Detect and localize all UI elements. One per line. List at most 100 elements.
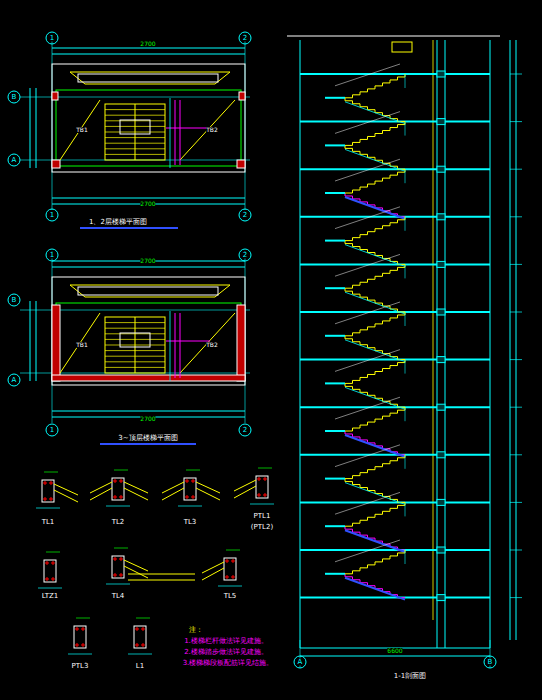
drawing-label: 注： xyxy=(189,627,203,634)
cad-circle xyxy=(239,249,251,261)
drawing-label: 1-1剖面图 xyxy=(394,673,426,680)
cad-rect xyxy=(392,42,412,52)
cad-rect xyxy=(437,309,445,315)
cad-line xyxy=(405,265,406,278)
drawing-label: TL5 xyxy=(224,593,237,600)
cad-line xyxy=(60,313,100,373)
drawing-label: 2700 xyxy=(140,41,155,47)
cad-line xyxy=(510,359,522,360)
cad-line xyxy=(445,311,490,313)
cad-circle xyxy=(46,424,58,436)
cad-circle xyxy=(8,91,20,103)
drawing-label: 1 xyxy=(50,252,54,259)
drawing-label: 1.楼梯栏杆做法详见建施。 xyxy=(184,638,268,645)
cad-line xyxy=(445,549,490,551)
cad-circle xyxy=(186,496,189,499)
cad-line xyxy=(510,216,522,217)
cad-line xyxy=(124,560,148,571)
cad-line xyxy=(166,128,210,129)
cad-rect xyxy=(120,333,150,347)
cad-line xyxy=(124,566,148,578)
cad-circle xyxy=(258,478,261,481)
drawing-label: B xyxy=(12,94,17,101)
drawing-label: TL4 xyxy=(112,593,125,600)
cad-line xyxy=(180,100,181,165)
cad-line xyxy=(234,480,256,491)
cad-circle xyxy=(46,578,49,581)
cad-line xyxy=(335,159,400,181)
cad-polyline xyxy=(345,169,405,193)
drawing-label: 1 xyxy=(50,212,54,219)
cad-circle xyxy=(8,154,20,166)
cad-circle xyxy=(44,482,47,485)
cad-rect xyxy=(437,71,445,77)
drawing-label: 2 xyxy=(243,35,247,42)
cad-line xyxy=(170,98,171,168)
cad-line xyxy=(510,169,522,170)
cad-circle xyxy=(186,480,189,483)
cad-polyline xyxy=(345,336,405,360)
drawing-label: LTZ1 xyxy=(42,593,58,600)
cad-line xyxy=(445,406,490,408)
cad-rect xyxy=(437,119,445,125)
drawing-label: PTL3 xyxy=(72,663,89,670)
cad-line xyxy=(405,503,406,516)
cad-polyline xyxy=(345,383,405,407)
cad-polyline xyxy=(345,407,405,431)
cad-polyline xyxy=(345,431,405,455)
cad-polyline xyxy=(345,526,405,550)
drawing-label: TL3 xyxy=(184,519,197,526)
cad-line xyxy=(325,573,345,575)
cad-rect xyxy=(42,480,54,502)
cad-line xyxy=(162,488,184,500)
cad-rect xyxy=(134,626,146,648)
cad-polyline xyxy=(345,312,405,336)
cad-circle xyxy=(8,374,20,386)
cad-line xyxy=(445,40,446,648)
cad-circle xyxy=(239,32,251,44)
cad-line xyxy=(196,488,220,500)
cad-rect xyxy=(437,214,445,220)
cad-polyline xyxy=(345,479,405,503)
drawing-label: A xyxy=(298,659,303,666)
cad-line xyxy=(325,97,345,99)
cad-polyline xyxy=(345,502,405,526)
cad-polyline xyxy=(345,360,405,384)
cad-circle xyxy=(120,480,123,483)
cad-line xyxy=(128,580,195,581)
cad-rect xyxy=(437,166,445,172)
cad-rect xyxy=(112,478,124,500)
drawing-label: 2 xyxy=(243,212,247,219)
cad-line xyxy=(405,456,406,469)
cad-line xyxy=(287,36,500,37)
cad-line xyxy=(325,525,345,527)
cad-line xyxy=(325,144,345,146)
cad-line xyxy=(54,490,78,502)
cad-rect xyxy=(437,261,445,267)
cad-circle xyxy=(8,294,20,306)
cad-circle xyxy=(82,628,85,631)
cad-line xyxy=(258,468,272,469)
drawing-label: TL1 xyxy=(42,519,55,526)
cad-circle xyxy=(120,574,123,577)
cad-line xyxy=(128,654,152,655)
cad-line xyxy=(60,100,100,160)
cad-rect xyxy=(105,317,165,373)
cad-line xyxy=(405,361,406,374)
cad-line xyxy=(30,301,31,381)
cad-line xyxy=(135,317,136,373)
cad-polyline xyxy=(345,145,405,169)
cad-line xyxy=(300,656,490,657)
cad-line xyxy=(90,488,112,500)
cad-line xyxy=(38,588,62,589)
cad-line xyxy=(445,121,490,123)
cad-line xyxy=(114,548,128,549)
cad-line xyxy=(36,88,37,168)
cad-polyline xyxy=(70,285,230,297)
cad-line xyxy=(445,168,490,170)
cad-line xyxy=(405,313,406,326)
cad-line xyxy=(36,508,60,509)
drawing-label: 1 xyxy=(50,427,54,434)
cad-line xyxy=(30,88,31,168)
